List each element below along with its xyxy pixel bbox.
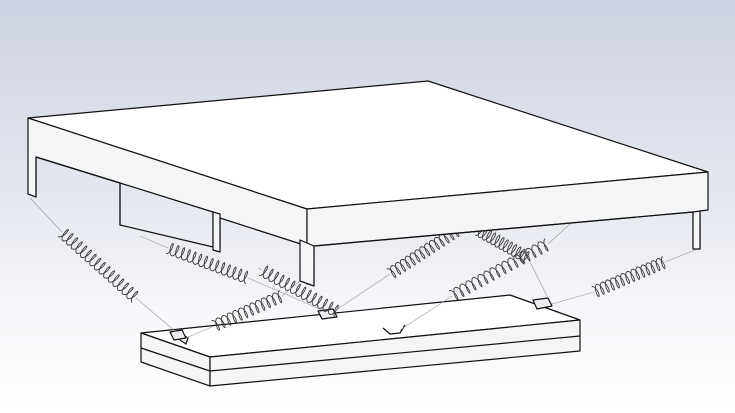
springs-group[interactable] [29, 197, 701, 339]
top-cover-tab-mid [212, 211, 221, 253]
base-plate[interactable] [140, 294, 581, 387]
top-cover-lip-left-inner [27, 193, 37, 198]
spring-5[interactable] [475, 225, 530, 264]
spring-3[interactable] [259, 265, 339, 318]
spring-lead-wire [281, 280, 301, 297]
spring-1[interactable] [57, 229, 139, 303]
spring-lead-wire [527, 257, 549, 299]
spring-mount-block-right [532, 297, 553, 310]
base-plate-notch-mid [382, 324, 406, 335]
spring-7[interactable] [386, 224, 460, 279]
spring-lead-wire [135, 297, 177, 333]
spring-2[interactable] [165, 242, 248, 284]
top-cover-leg-front [299, 239, 315, 287]
spring-lead-wire [185, 325, 215, 339]
top-cover-leg-right [692, 210, 701, 250]
top-cover-lip-right [313, 211, 694, 247]
spring-lead-wire [247, 277, 323, 311]
spring-lead-wire [257, 267, 263, 271]
spring-4[interactable] [211, 290, 283, 331]
spring-lead-wire [551, 291, 595, 305]
top-cover[interactable] [27, 80, 709, 287]
spring-lead-wire [335, 273, 391, 311]
spring-8[interactable] [591, 256, 666, 298]
spring-lead-wire [399, 295, 453, 331]
spring-6[interactable] [449, 238, 549, 301]
spring-lead-wire [29, 197, 63, 233]
base-plate-seam [140, 335, 581, 372]
spring-lead-wire [664, 247, 701, 263]
top-cover-lip-left [35, 156, 214, 248]
spring-lead-wire [139, 235, 169, 249]
